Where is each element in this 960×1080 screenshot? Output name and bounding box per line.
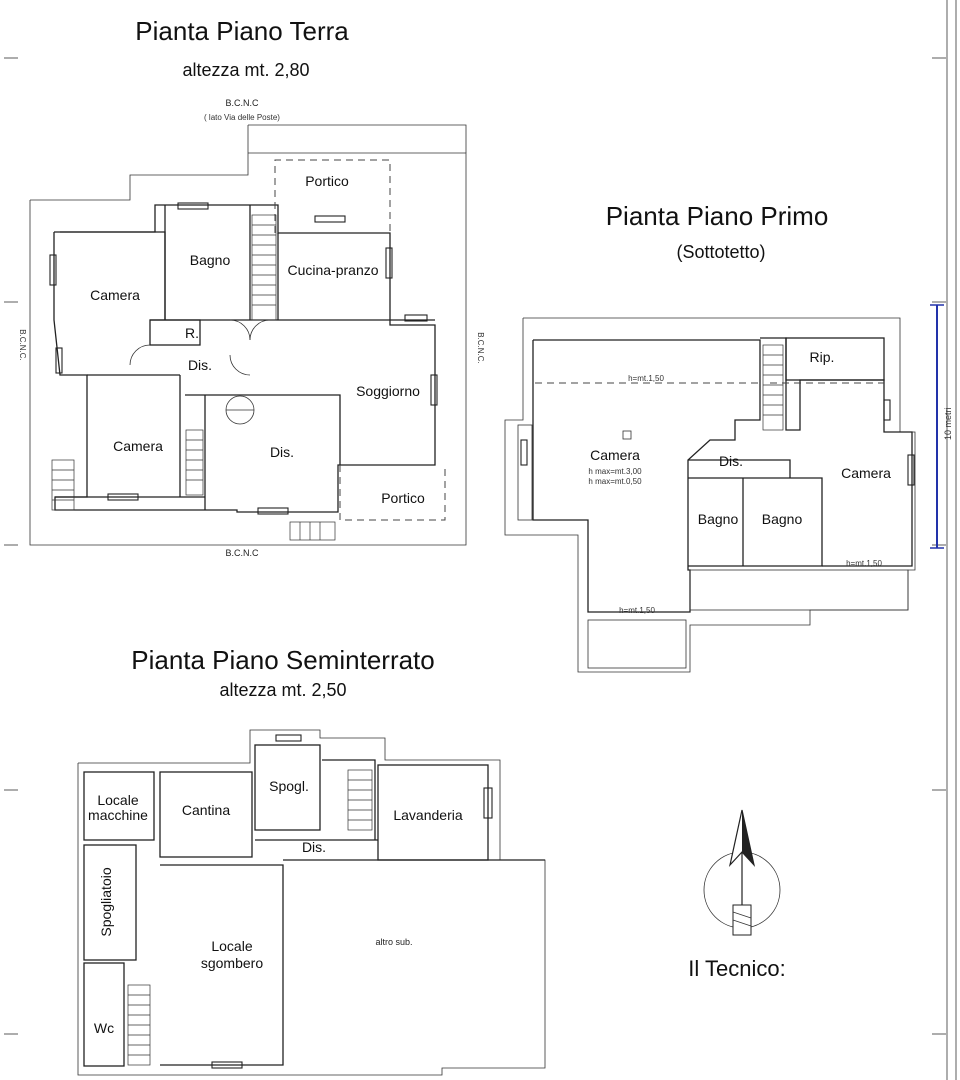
primo-dis: Dis. [719, 453, 743, 469]
terra-portico-bottom: Portico [381, 490, 425, 506]
sem-dis: Dis. [302, 839, 326, 855]
primo-stairs [762, 344, 784, 431]
north-arrow-icon [703, 809, 781, 936]
primo-hmax: h max=mt.3,00 [588, 467, 642, 476]
terra-bcnc-right: B.C.N.C. [476, 332, 485, 364]
sem-spogliatoio: Spogliatoio [98, 867, 114, 936]
primo-h-right: h=mt.1,50 [846, 559, 882, 568]
tecnico-label: Il Tecnico: [688, 956, 785, 981]
sem-locale-sgombero-2: sgombero [201, 955, 263, 971]
terra-portico-top: Portico [305, 173, 349, 189]
primo-bagno-2: Bagno [762, 511, 803, 527]
scale-label: 10 metri [943, 407, 953, 440]
sem-locale-macchine-1: Locale [97, 792, 138, 808]
sem-cantina: Cantina [182, 802, 230, 818]
primo-subtitle: (Sottotetto) [676, 242, 765, 262]
terra-dis-1: Dis. [188, 357, 212, 373]
sem-locale-sgombero-1: Locale [211, 938, 252, 954]
sem-wc: Wc [94, 1020, 114, 1036]
terra-title: Pianta Piano Terra [135, 16, 349, 46]
terra-windows [49, 202, 438, 515]
scale-bar: 10 metri [930, 304, 953, 549]
primo-camera-1: Camera [590, 447, 640, 463]
plan-piano-seminterrato: Pianta Piano Seminterrato altezza mt. 2,… [77, 645, 546, 1076]
primo-title: Pianta Piano Primo [606, 201, 829, 231]
page-frame [4, 0, 957, 1080]
terra-subtitle: altezza mt. 2,80 [182, 60, 309, 80]
primo-camera-2: Camera [841, 465, 891, 481]
sem-spogl: Spogl. [269, 778, 309, 794]
terra-cucina: Cucina-pranzo [287, 262, 378, 278]
terra-bagno: Bagno [190, 252, 231, 268]
terra-dis-2: Dis. [270, 444, 294, 460]
primo-h-bottom: h=mt.1,50 [619, 606, 655, 615]
plan-piano-terra: Pianta Piano Terra altezza mt. 2,80 B.C.… [18, 16, 485, 558]
sem-altro-sub: altro sub. [375, 937, 412, 947]
primo-bagno-1: Bagno [698, 511, 739, 527]
terra-bcnc-left: B.C.N.C. [18, 329, 27, 361]
terra-soggiorno: Soggiorno [356, 383, 420, 399]
seminterrato-title: Pianta Piano Seminterrato [131, 645, 435, 675]
seminterrato-stairs [127, 769, 373, 1066]
terra-rip: R. [185, 325, 199, 341]
terra-camera-1: Camera [90, 287, 140, 303]
seminterrato-subtitle: altezza mt. 2,50 [219, 680, 346, 700]
sem-lavanderia: Lavanderia [393, 807, 462, 823]
terra-bcnc-top-note: ( lato Via delle Poste) [204, 113, 280, 122]
primo-rip: Rip. [810, 349, 835, 365]
terra-camera-2: Camera [113, 438, 163, 454]
terra-bcnc-top: B.C.N.C [225, 98, 259, 108]
primo-hmin: h max=mt.0,50 [588, 477, 642, 486]
plan-piano-primo: Pianta Piano Primo (Sottotetto) [504, 201, 916, 673]
terra-stairs [51, 214, 336, 541]
primo-h-top: h=mt.1,50 [628, 374, 664, 383]
sem-locale-macchine-2: macchine [88, 807, 148, 823]
terra-bcnc-bottom: B.C.N.C [225, 548, 259, 558]
